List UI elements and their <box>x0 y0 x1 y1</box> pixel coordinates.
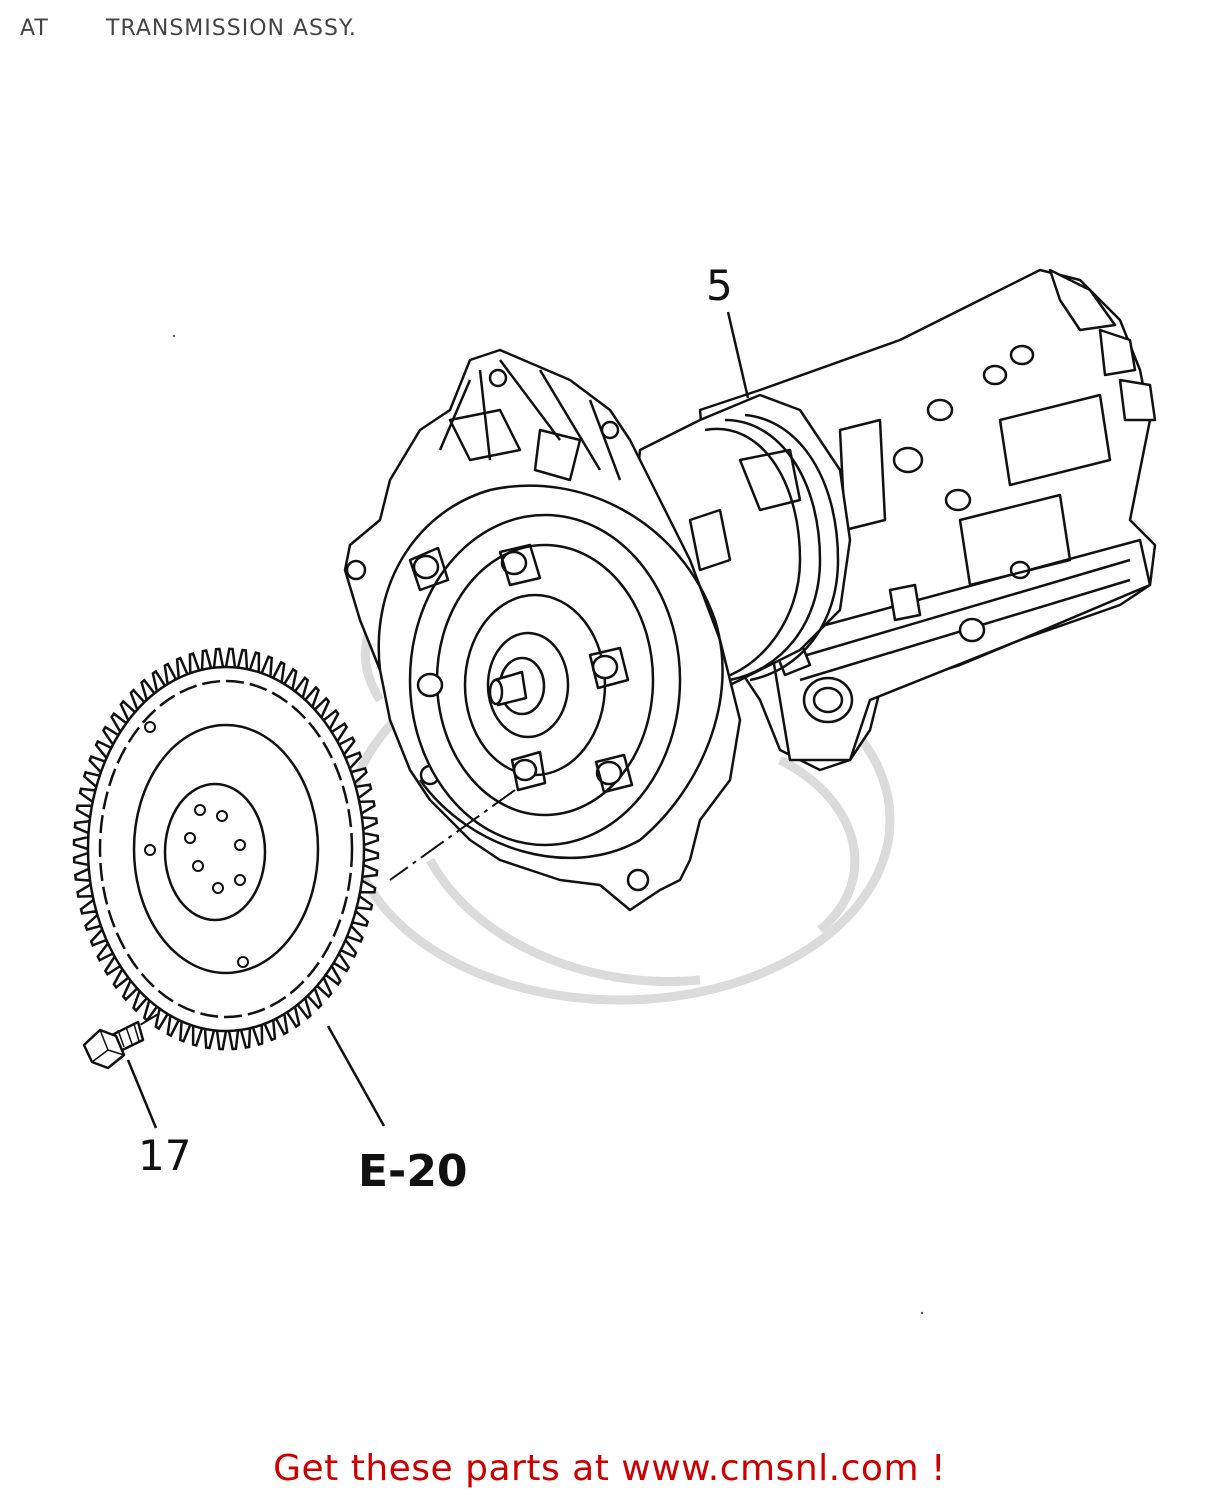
diagram-title: TRANSMISSION ASSY. <box>106 16 357 41</box>
callout-17: 17 <box>138 1131 191 1180</box>
transmission-assembly <box>343 268 1157 912</box>
leader-lines <box>126 311 750 1129</box>
flexplate <box>72 647 380 1051</box>
cmsnl-link[interactable]: Get these parts at www.cmsnl.com ! <box>273 1448 946 1489</box>
flexplate-bolt <box>82 1020 145 1070</box>
oil-pan <box>768 538 1152 762</box>
callout-5: 5 <box>706 261 733 310</box>
callout-e-20: E-20 <box>358 1146 468 1197</box>
section-code: AT <box>20 16 49 41</box>
diagram-header: AT TRANSMISSION ASSY. <box>20 16 357 41</box>
